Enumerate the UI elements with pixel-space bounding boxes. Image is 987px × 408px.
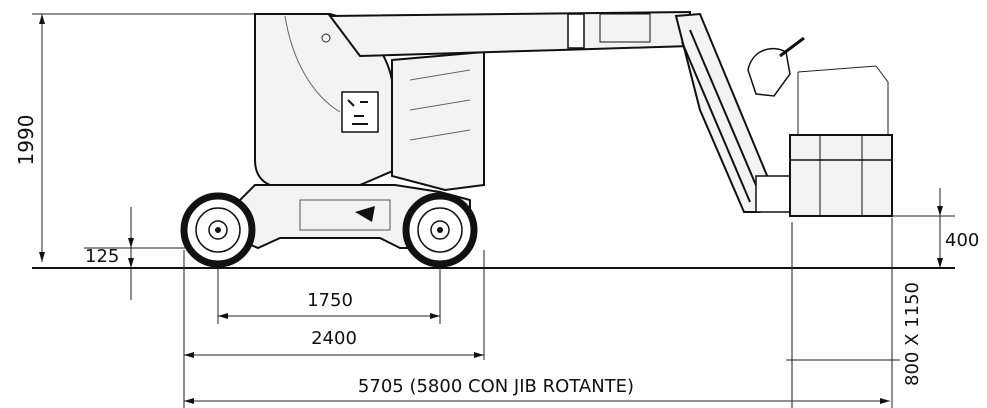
- height-dimension: [32, 13, 255, 262]
- platform-size-dimension: [786, 218, 900, 408]
- front-wheel: [402, 192, 478, 268]
- platform-height-label: 400: [945, 230, 979, 251]
- machine-body: [239, 13, 485, 250]
- clearance-label: 125: [85, 246, 119, 267]
- length-dimension: [184, 398, 890, 404]
- height-label: 1990: [14, 115, 38, 166]
- boom-arm: [328, 10, 791, 213]
- length-label: 5705 (5800 CON JIB ROTANTE): [358, 376, 634, 397]
- wheelbase-dimension: [217, 250, 441, 324]
- clearance-dimension: [84, 207, 185, 300]
- wheelbase-label: 1750: [307, 290, 353, 311]
- platform-size-label: 800 X 1150: [902, 282, 923, 386]
- width-label: 2400: [311, 328, 357, 349]
- platform-basket: [747, 36, 893, 217]
- width-dimension: [183, 250, 485, 408]
- rear-wheel: [180, 192, 256, 268]
- control-panel: [341, 91, 379, 133]
